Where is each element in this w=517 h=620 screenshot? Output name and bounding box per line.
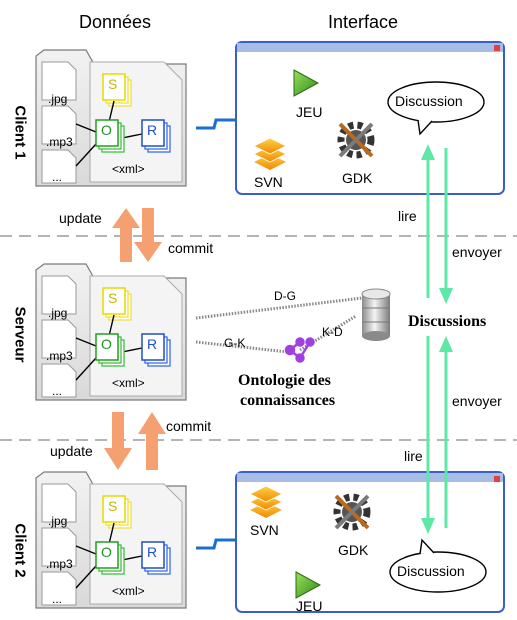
mp3-file-label: .mp3 [46,557,73,571]
gk-link-label: G-K [224,336,246,350]
client1-row-label: Client 1 [11,105,29,160]
server-links [195,296,363,354]
update-label: update [50,443,93,459]
sync-arrows-bottom [104,412,166,470]
mp3-file-label: .mp3 [46,349,73,363]
r-node-label: R [147,336,158,352]
send-label: envoyer [452,393,502,409]
r-node-label: R [147,544,158,560]
discussion-label: Discussion [395,93,463,109]
more-files-label: ... [52,384,63,398]
gdk-icon [337,121,375,159]
jeu-icon [295,571,322,599]
jeu-icon [293,69,320,97]
commit-label: commit [168,240,214,256]
ontology-graph-icon [284,337,315,363]
dg-link-label: D-G [274,289,296,303]
svn-label: SVN [254,174,283,190]
sync-arrows-top [112,208,162,262]
kd-link-label: K-D [322,325,343,339]
more-files-label: ... [52,170,63,184]
svn-icon [249,485,283,518]
database-icon [361,288,391,341]
jpg-file-label: .jpg [48,514,68,528]
o-node-label: O [101,336,112,352]
client1-files [35,49,187,187]
svn-icon [253,137,287,170]
send-label: envoyer [452,244,502,260]
gdk-label: GDK [342,170,373,186]
o-node-label: O [101,122,112,138]
interface-column-header: Interface [328,12,399,32]
data-column-header: Données [79,12,152,32]
discussion-bubble [387,81,485,136]
mp3-file-label: .mp3 [46,135,73,149]
server-row-label: Serveur [11,306,29,363]
ontology-label-line2: connaissances [240,392,336,409]
gdk-icon [333,493,371,531]
jeu-label: JEU [296,104,323,120]
client1-link [196,118,236,130]
svn-label: SVN [250,522,279,538]
o-node-label: O [101,544,112,560]
commit-label: commit [166,418,212,434]
discussion-label: Discussion [397,563,465,579]
read-send-arrows [421,144,453,534]
read-label: lire [404,448,423,464]
read-label: lire [398,208,417,224]
update-label: update [59,210,102,226]
jpg-file-label: .jpg [48,306,68,320]
more-files-label: ... [52,592,63,606]
ontology-label-line1: Ontologie des [238,372,331,389]
gdk-label: GDK [338,542,369,558]
client2-files [35,471,187,609]
client2-row-label: Client 2 [11,523,29,578]
s-node-label: S [108,498,118,514]
client2-link [196,538,236,550]
xml-label: <xml> [112,376,145,390]
jpg-file-label: .jpg [48,92,68,106]
r-node-label: R [147,122,158,138]
discussion-bubble [389,538,487,593]
xml-label: <xml> [112,162,145,176]
s-node-label: S [108,76,118,92]
s-node-label: S [108,290,118,306]
server-files [35,263,187,401]
xml-label: <xml> [112,584,145,598]
jeu-label: JEU [296,598,323,614]
discussions-label: Discussions [408,313,487,330]
